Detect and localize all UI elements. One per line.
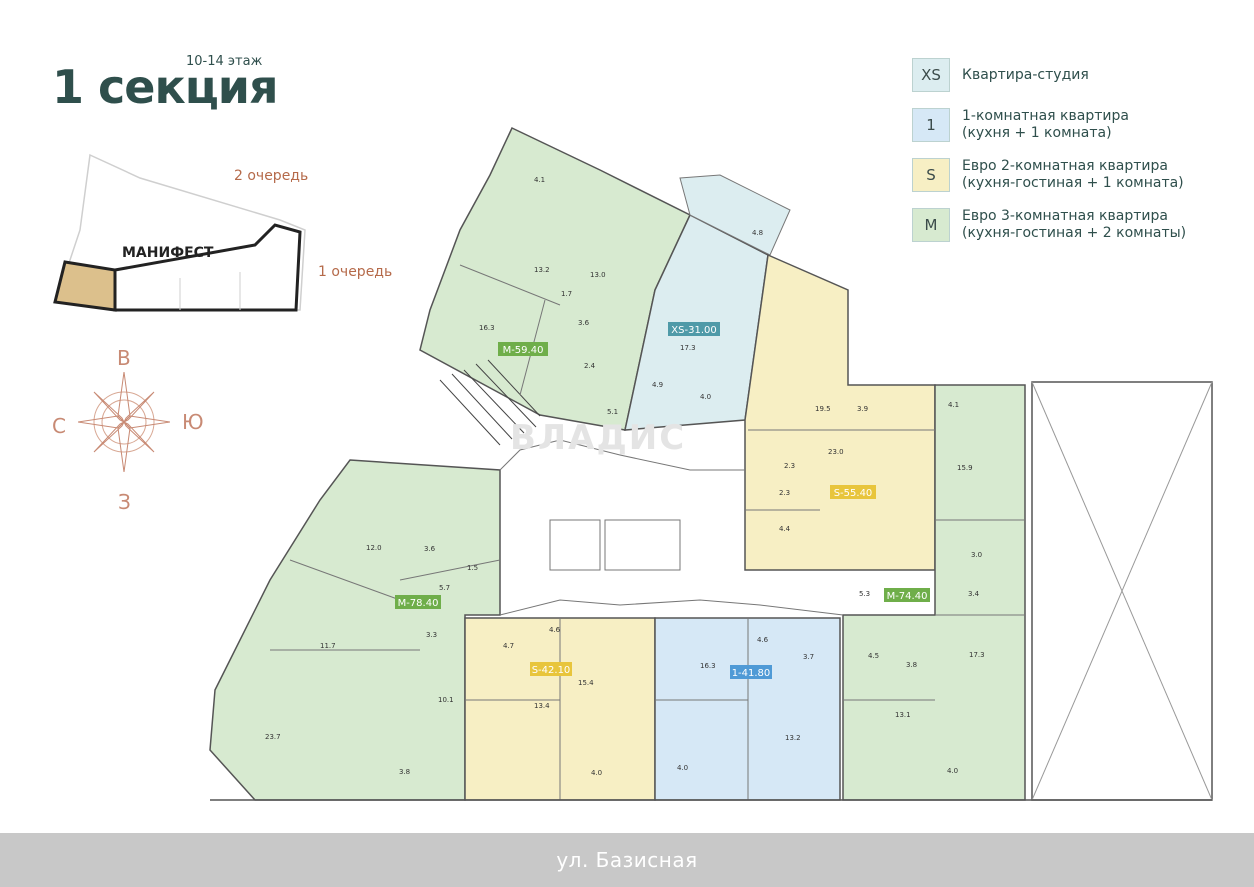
legend-badge: M <box>912 208 950 242</box>
apartment-badge-m-74[interactable]: M-74.40 <box>884 588 930 602</box>
compass-rose-icon <box>78 372 170 472</box>
room-area-labels: 4.1 13.2 13.0 1.7 16.3 3.6 2.4 5.1 17.3 … <box>265 176 985 777</box>
room-area: 11.7 <box>320 642 336 650</box>
room-area: 13.4 <box>534 702 550 710</box>
room-area: 13.1 <box>895 711 911 719</box>
apartment-label: XS-31.00 <box>671 325 716 336</box>
room-area: 4.0 <box>677 764 688 772</box>
room-area: 3.8 <box>906 661 917 669</box>
room-area: 15.4 <box>578 679 594 687</box>
room-area: 17.3 <box>680 344 696 352</box>
room-area: 4.0 <box>700 393 711 401</box>
apartment-label: M-74.40 <box>887 591 928 602</box>
legend: XS Квартира-студия 1 1-комнатная квартир… <box>912 56 1232 256</box>
room-area: 4.1 <box>948 401 959 409</box>
legend-item-m: M Евро 3-комнатная квартира (кухня-гости… <box>912 206 1232 244</box>
apartment-badge-xs-31[interactable]: XS-31.00 <box>668 322 720 336</box>
room-area: 4.6 <box>549 626 561 634</box>
room-area: 5.3 <box>859 590 870 598</box>
room-area: 3.8 <box>399 768 410 776</box>
room-area: 3.4 <box>968 590 980 598</box>
room-area: 4.8 <box>752 229 763 237</box>
room-area: 16.3 <box>700 662 716 670</box>
site-minimap: МАНИФЕСТ <box>53 153 306 312</box>
room-area: 3.7 <box>803 653 814 661</box>
room-area: 17.3 <box>969 651 985 659</box>
legend-item-1: 1 1-комнатная квартира (кухня + 1 комнат… <box>912 106 1232 144</box>
room-area: 2.4 <box>584 362 596 370</box>
floor-plan: M-59.40 XS-31.00 S-55.40 M-78.40 M-74.40… <box>209 126 1213 801</box>
apartment-badge-s-55[interactable]: S-55.40 <box>830 485 876 499</box>
room-area: 1.7 <box>561 290 572 298</box>
legend-item-s: S Евро 2-комнатная квартира (кухня-гости… <box>912 156 1232 194</box>
street-bar: ул. Базисная <box>0 833 1254 887</box>
room-area: 3.0 <box>971 551 982 559</box>
room-area: 16.3 <box>479 324 495 332</box>
street-label: ул. Базисная <box>556 848 698 872</box>
room-area: 2.3 <box>784 462 795 470</box>
room-area: 13.0 <box>590 271 606 279</box>
apartment-badge-s-42[interactable]: S-42.10 <box>530 662 572 676</box>
room-area: 1.5 <box>467 564 478 572</box>
page-title: 1 секция <box>52 60 279 114</box>
room-area: 23.0 <box>828 448 844 456</box>
floor-range: 10-14 этаж <box>186 54 263 69</box>
room-area: 12.0 <box>366 544 382 552</box>
room-area: 15.9 <box>957 464 973 472</box>
apartment-badge-1-41[interactable]: 1-41.80 <box>730 665 772 679</box>
room-area: 4.7 <box>503 642 514 650</box>
room-area: 13.2 <box>785 734 801 742</box>
room-area: 4.4 <box>779 525 791 533</box>
room-area: 4.6 <box>757 636 769 644</box>
room-area: 3.6 <box>578 319 590 327</box>
room-area: 3.3 <box>426 631 437 639</box>
room-area: 4.1 <box>534 176 545 184</box>
brand-label: МАНИФЕСТ <box>122 245 214 261</box>
legend-text: Евро 3-комнатная квартира (кухня-гостина… <box>962 208 1187 241</box>
apartment-label: S-42.10 <box>532 665 571 676</box>
room-area: 4.0 <box>591 769 602 777</box>
room-area: 10.1 <box>438 696 454 704</box>
compass-south: З <box>118 490 131 514</box>
legend-badge: 1 <box>912 108 950 142</box>
compass-east: Ю <box>182 410 204 434</box>
room-area: 5.7 <box>439 584 450 592</box>
apartment-label: M-78.40 <box>398 598 439 609</box>
legend-badge: S <box>912 158 950 192</box>
legend-badge: XS <box>912 58 950 92</box>
room-area: 19.5 <box>815 405 831 413</box>
room-area: 4.5 <box>868 652 879 660</box>
legend-text: Квартира-студия <box>962 66 1089 83</box>
queue-2-label: 2 очередь <box>234 168 309 184</box>
room-area: 4.9 <box>652 381 663 389</box>
compass-west: С <box>52 414 66 438</box>
watermark: ВЛАДИС <box>510 418 687 458</box>
room-area: 23.7 <box>265 733 281 741</box>
room-area: 3.6 <box>424 545 436 553</box>
apartment-label: M-59.40 <box>503 345 544 356</box>
apartment-badge-m-59[interactable]: M-59.40 <box>498 342 548 356</box>
legend-item-xs: XS Квартира-студия <box>912 56 1232 94</box>
apartment-badge-m-78[interactable]: M-78.40 <box>395 595 441 609</box>
legend-text: Евро 2-комнатная квартира (кухня-гостина… <box>962 158 1184 191</box>
apartment-label: 1-41.80 <box>732 668 771 679</box>
room-area: 4.0 <box>947 767 958 775</box>
compass-north: В <box>117 346 131 370</box>
apartment-label: S-55.40 <box>834 488 873 499</box>
room-area: 3.9 <box>857 405 868 413</box>
queue-1-label: 1 очередь <box>318 264 393 280</box>
room-area: 2.3 <box>779 489 790 497</box>
room-area: 5.1 <box>607 408 618 416</box>
legend-text: 1-комнатная квартира (кухня + 1 комната) <box>962 108 1129 141</box>
room-area: 13.2 <box>534 266 550 274</box>
